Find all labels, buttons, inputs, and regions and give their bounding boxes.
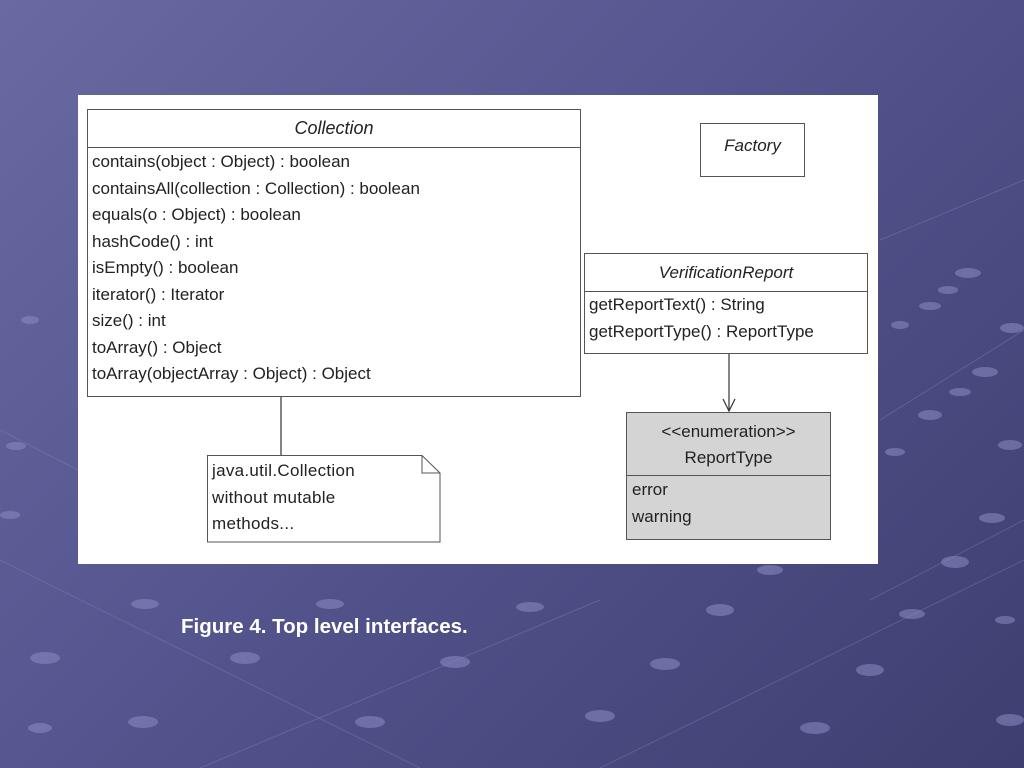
factory-interface: Factory xyxy=(700,123,805,177)
note-line: methods... xyxy=(212,514,295,533)
collection-operation: size() : int xyxy=(92,311,166,330)
note-line: java.util.Collection xyxy=(212,461,356,480)
report-type-stereotype: <<enumeration>> xyxy=(661,422,796,441)
note-shape xyxy=(207,455,441,543)
verification-report-operation: getReportText() : String xyxy=(589,295,765,314)
collection-operations: contains(object : Object) : boolean cont… xyxy=(88,148,580,388)
report-type-header: <<enumeration>> ReportType xyxy=(627,413,830,476)
figure-caption: Figure 4. Top level interfaces. xyxy=(181,615,468,638)
collection-interface: Collection contains(object : Object) : b… xyxy=(87,109,581,397)
uml-diagram: Collection contains(object : Object) : b… xyxy=(78,95,878,564)
collection-operation: toArray() : Object xyxy=(92,337,222,357)
collection-operation: equals(o : Object) : boolean xyxy=(92,205,301,224)
uml-note: java.util.Collection without mutable met… xyxy=(207,455,441,543)
collection-operation: isEmpty() : boolean xyxy=(92,258,239,277)
collection-title: Collection xyxy=(88,110,580,148)
collection-operation: iterator() : Iterator xyxy=(92,284,225,304)
report-type-literal: warning xyxy=(632,507,692,526)
verification-report-interface: VerificationReport getReportText() : Str… xyxy=(584,253,868,354)
collection-operation: containsAll(collection : Collection) : b… xyxy=(92,178,420,198)
note-text: java.util.Collection without mutable met… xyxy=(212,458,355,538)
dependency-arrowhead xyxy=(722,398,736,413)
factory-title: Factory xyxy=(724,136,781,155)
collection-operation: contains(object : Object) : boolean xyxy=(92,152,350,171)
note-line: without mutable xyxy=(212,487,336,507)
collection-operation: hashCode() : int xyxy=(92,231,213,251)
verification-report-title: VerificationReport xyxy=(585,254,867,292)
collection-operation: toArray(objectArray : Object) : Object xyxy=(92,364,371,383)
report-type-enumeration: <<enumeration>> ReportType error warning xyxy=(626,412,831,540)
report-type-title: ReportType xyxy=(684,448,773,467)
report-type-literal: error xyxy=(632,480,668,499)
verification-report-operation: getReportType() : ReportType xyxy=(589,321,814,341)
connector-lines xyxy=(280,353,736,455)
